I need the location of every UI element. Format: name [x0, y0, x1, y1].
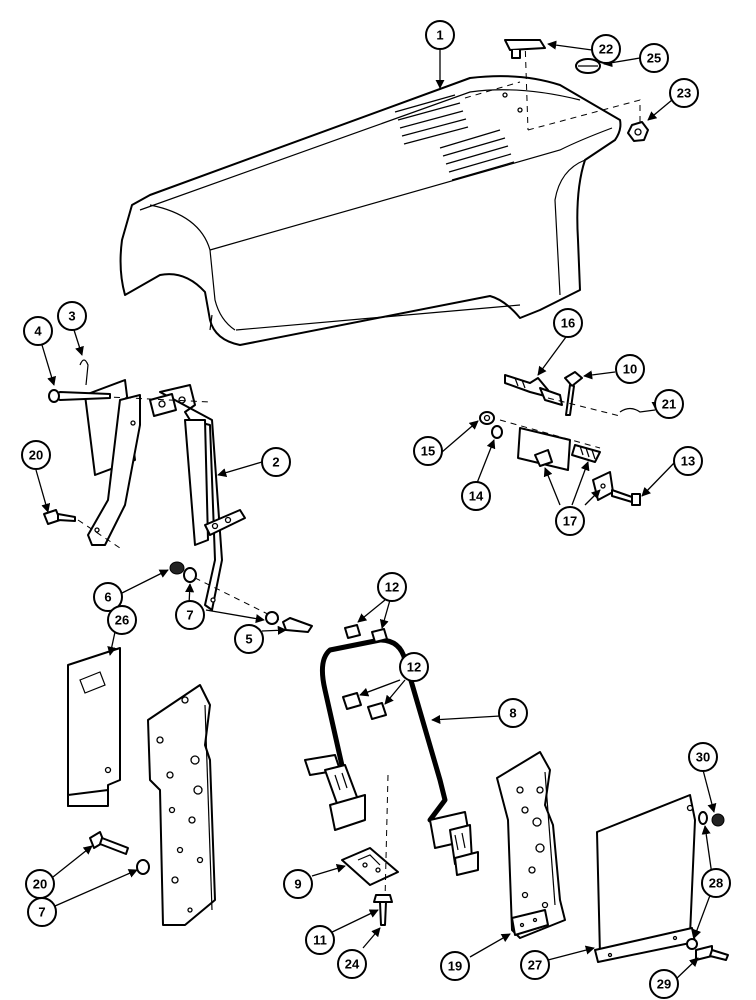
svg-text:12: 12	[385, 580, 399, 595]
svg-text:22: 22	[599, 42, 613, 57]
callout-1: 1	[425, 20, 455, 50]
svg-text:14: 14	[469, 489, 484, 504]
svg-text:15: 15	[421, 444, 435, 459]
screw-11-part	[373, 894, 393, 926]
bolt-5-part	[282, 617, 313, 633]
callout-22: 22	[591, 34, 621, 64]
svg-text:11: 11	[313, 933, 327, 948]
callout-4: 4	[23, 316, 53, 346]
pin-10-part	[564, 371, 583, 416]
nut-30-part	[711, 813, 725, 827]
plate-9-part	[341, 847, 399, 886]
clip-12-upper-part	[344, 624, 388, 643]
svg-text:21: 21	[662, 397, 676, 412]
callout-14: 14	[461, 481, 491, 511]
callout-11: 11	[305, 925, 335, 955]
svg-text:30: 30	[696, 750, 710, 765]
callout-7-upper: 7	[175, 600, 205, 630]
callout-17: 17	[555, 506, 585, 536]
cotter-21-part	[619, 407, 656, 413]
latch-plate-17-part	[517, 427, 614, 501]
callout-9: 9	[283, 869, 313, 899]
callout-25: 25	[639, 43, 669, 73]
clip-12-lower-part	[342, 692, 387, 720]
callout-12-upper: 12	[377, 572, 407, 602]
callout-7-lower: 7	[27, 897, 57, 927]
support-rod-8-part	[304, 637, 479, 876]
bolt-29-part	[695, 945, 729, 961]
svg-text:17: 17	[563, 514, 577, 529]
left-support-bracket-part	[147, 684, 216, 926]
washer-7-upper-part	[183, 567, 197, 583]
bolt-20-upper-part	[43, 509, 76, 525]
svg-text:26: 26	[115, 613, 129, 628]
callout-24: 24	[337, 949, 367, 979]
callout-5: 5	[234, 624, 264, 654]
leader-lines	[35, 40, 717, 981]
callout-8: 8	[498, 698, 528, 728]
svg-text:25: 25	[647, 51, 661, 66]
callout-15: 15	[413, 436, 443, 466]
bolt-13-part	[611, 489, 641, 506]
nut-23-part	[627, 121, 649, 142]
washer-7-lower-part	[136, 859, 150, 875]
hood-part	[119, 39, 641, 346]
svg-text:20: 20	[33, 877, 47, 892]
latch-22-part	[504, 39, 546, 59]
bolt-20-lower-part	[89, 831, 129, 855]
callout-2: 2	[261, 447, 291, 477]
svg-text:4: 4	[34, 324, 42, 339]
callout-29: 29	[649, 969, 679, 999]
svg-text:28: 28	[709, 876, 723, 891]
svg-text:9: 9	[294, 877, 301, 892]
nut-15-part	[479, 411, 495, 425]
svg-text:16: 16	[561, 316, 575, 331]
callout-6: 6	[93, 582, 123, 612]
latch-rod-16-part	[504, 374, 563, 406]
side-panel-26-part	[67, 647, 121, 807]
callout-20-upper: 20	[21, 440, 51, 470]
svg-text:3: 3	[68, 309, 75, 324]
right-support-bracket-part	[496, 751, 566, 939]
svg-text:19: 19	[448, 959, 462, 974]
svg-text:7: 7	[38, 905, 45, 920]
svg-text:29: 29	[657, 977, 671, 992]
svg-text:27: 27	[528, 958, 542, 973]
svg-text:23: 23	[677, 86, 691, 101]
svg-text:6: 6	[104, 590, 111, 605]
callout-3: 3	[57, 301, 87, 331]
svg-text:20: 20	[29, 448, 43, 463]
svg-text:10: 10	[623, 362, 637, 377]
washer-7-mid-part	[265, 611, 279, 625]
callout-13: 13	[673, 446, 703, 476]
svg-text:13: 13	[681, 454, 695, 469]
pin-4-part	[48, 389, 111, 403]
callout-16: 16	[553, 308, 583, 338]
cotter-3-part	[79, 359, 89, 386]
callout-10: 10	[615, 354, 645, 384]
svg-text:7: 7	[186, 608, 193, 623]
callout-27: 27	[520, 950, 550, 980]
callout-12-lower: 12	[399, 652, 429, 682]
svg-text:5: 5	[245, 632, 252, 647]
callout-20-lower: 20	[25, 869, 55, 899]
washer-14-part	[491, 425, 503, 439]
svg-text:2: 2	[272, 455, 279, 470]
callout-26: 26	[107, 605, 137, 635]
nut-6-part	[169, 561, 185, 575]
callout-23: 23	[669, 78, 699, 108]
callout-19: 19	[440, 951, 470, 981]
svg-text:1: 1	[436, 28, 443, 43]
svg-text:12: 12	[407, 660, 421, 675]
callout-28: 28	[701, 868, 731, 898]
washer-28-part	[686, 811, 708, 950]
callout-30: 30	[688, 742, 718, 772]
svg-text:24: 24	[345, 957, 360, 972]
callout-21: 21	[654, 389, 684, 419]
clip-25-part	[575, 58, 601, 74]
svg-text:8: 8	[509, 706, 516, 721]
side-panel-27-part	[594, 794, 696, 963]
